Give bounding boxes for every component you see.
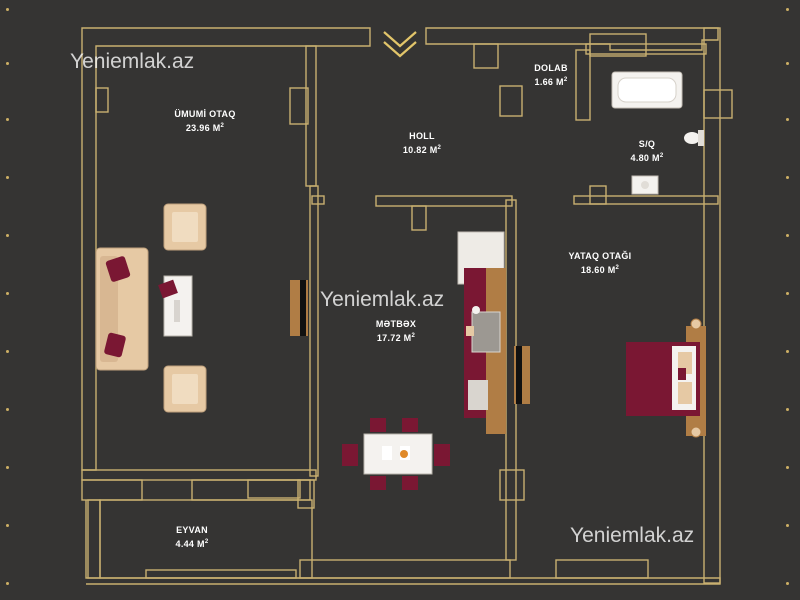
decorative-dot (6, 234, 9, 237)
decorative-dot (6, 176, 9, 179)
coffee-table (158, 275, 193, 337)
armchair-bottom (163, 365, 207, 413)
kitchen-counter (457, 231, 506, 434)
room-area: 4.80 M2 (630, 153, 664, 163)
sink (631, 175, 659, 195)
room-area: 17.72 M2 (376, 333, 416, 343)
entrance-chevron-icon (383, 31, 417, 58)
decorative-dot (786, 292, 789, 295)
room-area: 1.66 M2 (534, 77, 568, 87)
room-label-balcony: EYVAN 4.44 M2 (176, 524, 209, 550)
decorative-dot (6, 292, 9, 295)
room-name: YATAQ OTAĞI (568, 251, 632, 261)
room-name: EYVAN (176, 525, 208, 535)
decorative-dot (786, 524, 789, 527)
room-area: 4.44 M2 (175, 539, 209, 549)
room-name: DOLAB (534, 63, 568, 73)
room-name: HOLL (409, 131, 435, 141)
tv-unit (290, 280, 308, 336)
room-name: ÜMUMİ OTAQ (174, 109, 236, 119)
decorative-dot (786, 118, 789, 121)
room-label-closet: DOLAB 1.66 M2 (534, 62, 568, 88)
decorative-dot (786, 176, 789, 179)
decorative-dot (6, 350, 9, 353)
bed (626, 318, 706, 438)
room-name: S/Q (638, 139, 656, 149)
room-area: 23.96 M2 (185, 123, 225, 133)
room-area: 10.82 M2 (402, 145, 442, 155)
decorative-dot (786, 582, 789, 585)
sofa (95, 247, 149, 371)
decorative-dot (786, 466, 789, 469)
room-name: MƏTBƏX (375, 319, 417, 329)
decorative-dot (786, 234, 789, 237)
decorative-dot (6, 8, 9, 11)
room-label-kitchen: MƏTBƏX 17.72 M2 (376, 318, 416, 344)
watermark: Yeniemlak.az (570, 524, 695, 547)
decorative-dot (6, 118, 9, 121)
decorative-dot (6, 524, 9, 527)
decorative-dot (6, 62, 9, 65)
bathtub (611, 71, 683, 109)
decorative-dot (6, 466, 9, 469)
room-label-living: ÜMUMİ OTAQ 23.96 M2 (174, 108, 235, 134)
kitchen-tv (514, 346, 530, 404)
walls (81, 27, 733, 585)
toilet (684, 130, 704, 146)
room-label-hall: HOLL 10.82 M2 (403, 130, 441, 156)
room-label-bathroom: S/Q 4.80 M2 (631, 138, 664, 164)
decorative-dot (6, 408, 9, 411)
decorative-dot (786, 408, 789, 411)
watermark: Yeniemlak.az (320, 288, 445, 311)
armchair-top (163, 203, 207, 251)
decorative-dot (6, 582, 9, 585)
decorative-dot (786, 62, 789, 65)
watermark: Yeniemlak.az (70, 50, 195, 73)
room-label-bedroom: YATAQ OTAĞI 18.60 M2 (569, 250, 632, 276)
dining-set (342, 418, 450, 490)
decorative-dot (786, 350, 789, 353)
decorative-dot (786, 8, 789, 11)
room-area: 18.60 M2 (580, 265, 620, 275)
